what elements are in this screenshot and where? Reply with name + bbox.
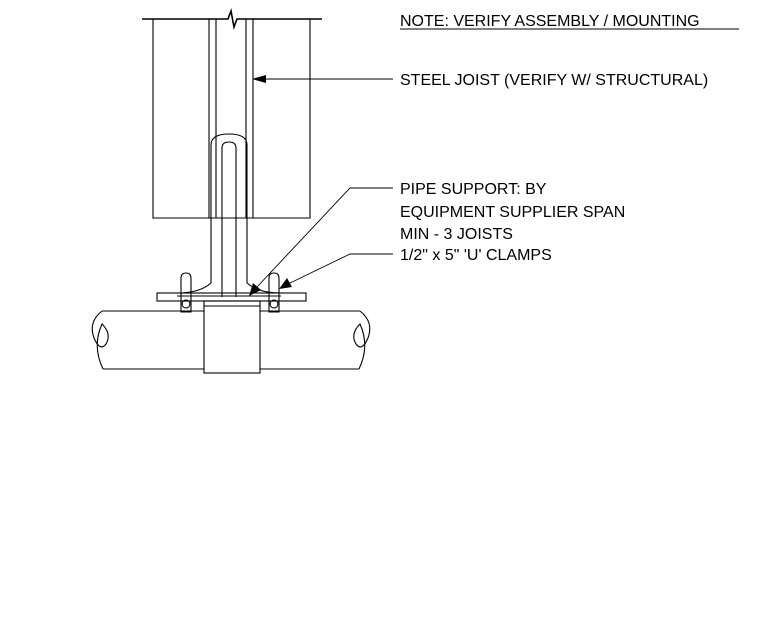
label-pipe-support-line-3: MIN - 3 JOISTS [400, 226, 513, 243]
clamp-bolt-right [269, 299, 279, 309]
leader-steel-joist [252, 75, 393, 83]
clamp-bolt-left [181, 299, 191, 309]
hanger-inner [221, 141, 237, 297]
arrowhead-steel-joist [252, 75, 266, 83]
leader-pipe-support [249, 187, 393, 296]
pipe [91, 300, 371, 374]
arrowhead-pipe-support [249, 283, 261, 296]
label-steel-joist: STEEL JOIST (VERIFY W/ STRUCTURAL) [400, 72, 708, 89]
u-clamp-right [268, 272, 280, 313]
leader-u-clamps [279, 253, 393, 289]
note-title: NOTE: VERIFY ASSEMBLY / MOUNTING [400, 13, 700, 30]
support-plate [156, 292, 307, 302]
pipe-break-left [91, 310, 109, 370]
pipe-saddle [203, 300, 261, 374]
joist-outer-outline [152, 19, 311, 219]
pipe-break-right [353, 310, 371, 370]
arrowhead-u-clamps [279, 278, 292, 289]
hanger-outer [176, 133, 282, 294]
label-pipe-support-line-2: EQUIPMENT SUPPLIER SPAN [400, 204, 625, 221]
label-u-clamps: 1/2" x 5" 'U' CLAMPS [400, 247, 552, 264]
steel-joist [142, 8, 322, 219]
joist-break-line [142, 8, 322, 30]
label-pipe-support-line-1: PIPE SUPPORT: BY [400, 181, 547, 198]
u-clamp-left [180, 272, 192, 313]
